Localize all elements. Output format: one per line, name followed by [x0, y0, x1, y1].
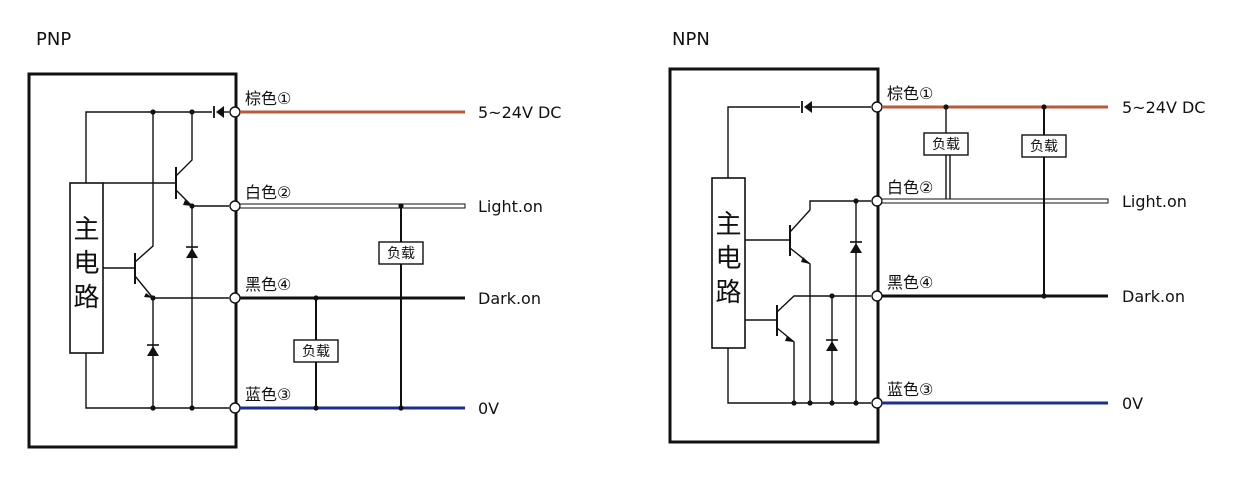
svg-text:负载: 负载 [932, 137, 960, 153]
npn-main-circuit-char-2: 电 [715, 244, 741, 274]
npn-wire-label-brown: 棕色① [887, 84, 933, 103]
pnp-load-light: 负载 [378, 203, 424, 411]
npn-terminal-white [871, 195, 883, 207]
pnp-terminal-white [229, 200, 241, 212]
pnp-diagram: PNP 主 电 路 [27, 29, 561, 449]
pnp-load-dark: 负载 [293, 295, 339, 411]
pnp-sensor-housing [27, 72, 238, 449]
svg-text:负载: 负载 [302, 344, 330, 360]
npn-terminal-black [871, 290, 883, 302]
svg-text:负载: 负载 [387, 246, 415, 262]
pnp-main-circuit-char-1: 主 [73, 215, 99, 245]
pnp-main-circuit-char-2: 电 [73, 249, 99, 279]
npn-output-dark: Dark.on [1122, 287, 1185, 306]
pnp-white-wire [239, 203, 466, 209]
pnp-output-light: Light.on [478, 197, 543, 216]
pnp-wire-label-white: 白色② [245, 183, 291, 202]
npn-internal-circuit [727, 101, 871, 406]
pnp-output-dark: Dark.on [478, 289, 541, 308]
npn-output-power: 5~24V DC [1122, 98, 1205, 117]
pnp-terminal-black [229, 292, 241, 304]
npn-white-wire [881, 198, 1109, 204]
npn-output-light: Light.on [1122, 192, 1187, 211]
svg-text:负载: 负载 [1030, 139, 1058, 155]
npn-diagram: NPN 主 电 路 [668, 29, 1205, 444]
pnp-terminal-brown [229, 106, 241, 118]
npn-terminal-brown [871, 101, 883, 113]
npn-wire-label-blue: 蓝色③ [887, 380, 933, 399]
pnp-wire-label-blue: 蓝色③ [245, 385, 291, 404]
npn-sensor-housing [668, 67, 880, 444]
npn-title: NPN [672, 29, 710, 50]
pnp-internal-circuit [85, 106, 229, 411]
npn-main-circuit-char-3: 路 [715, 278, 741, 308]
npn-wire-label-white: 白色② [887, 178, 933, 197]
pnp-main-circuit-char-3: 路 [73, 283, 99, 313]
pnp-output-power: 5~24V DC [478, 103, 561, 122]
pnp-wire-label-brown: 棕色① [245, 89, 291, 108]
pnp-wire-label-black: 黑色④ [245, 275, 291, 294]
pnp-terminal-blue [229, 402, 241, 414]
npn-output-zero: 0V [1122, 394, 1143, 413]
npn-wire-label-black: 黑色④ [887, 273, 933, 292]
pnp-title: PNP [36, 29, 71, 50]
npn-load-light: 负载 [923, 104, 969, 199]
npn-terminal-blue [871, 397, 883, 409]
pnp-output-zero: 0V [478, 399, 499, 418]
npn-load-dark: 负载 [1021, 104, 1067, 299]
npn-main-circuit-char-1: 主 [715, 210, 741, 240]
